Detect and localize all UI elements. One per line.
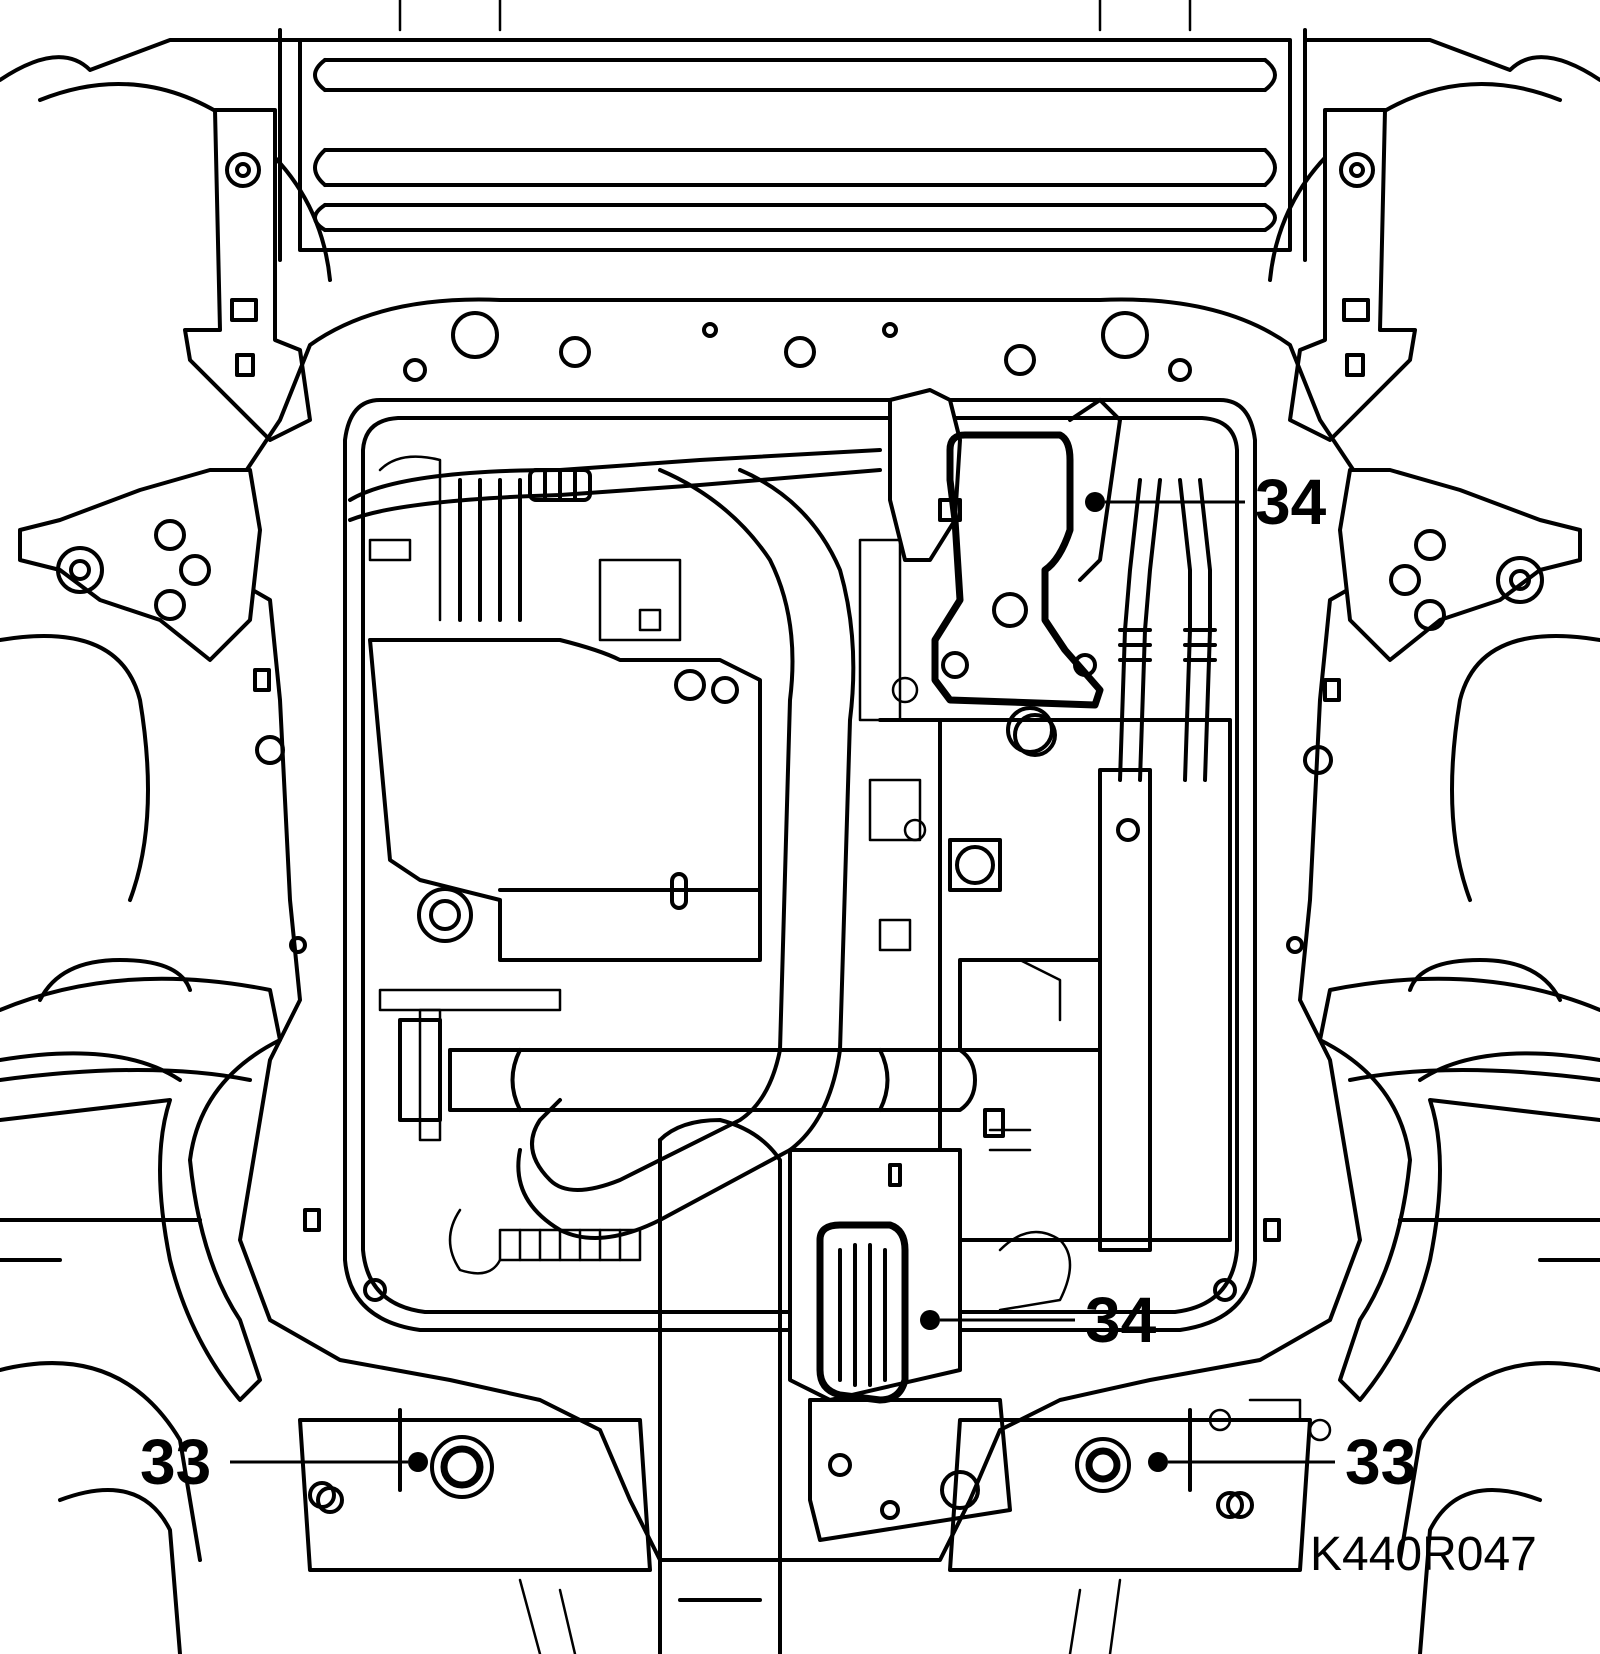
engine-details [368, 455, 1332, 1442]
callout-33-left: 33 [140, 1426, 428, 1498]
subframe-bolt-left [316, 1435, 494, 1514]
coolant-hose [348, 448, 882, 622]
exhaust-pipe [516, 468, 856, 1654]
subframe-bolt-right [1075, 1437, 1244, 1519]
callout-33-right-label: 33 [1345, 1426, 1416, 1498]
callout-33-left-label: 33 [140, 1426, 211, 1498]
callout-34-lower: 34 [920, 1284, 1157, 1356]
callout-33-right: 33 [1148, 1426, 1416, 1498]
drive-shaft [398, 1018, 977, 1122]
body-outline [0, 38, 1600, 1654]
shift-cables [1068, 398, 1217, 1252]
oil-pan [368, 638, 762, 962]
side-mount-right [1338, 468, 1582, 662]
callout-34-upper: 34 [1085, 466, 1327, 538]
rear-crossmember [298, 1408, 1312, 1654]
radiator [278, 0, 1307, 262]
callout-34-upper-label: 34 [1255, 466, 1327, 538]
subframe [198, 297, 1402, 1562]
engine-mount-upper [888, 388, 1104, 754]
control-arm-right [1318, 958, 1600, 1402]
callout-34-lower-label: 34 [1085, 1284, 1157, 1356]
control-arm-left [0, 958, 282, 1402]
side-mount-left [18, 468, 262, 662]
figure-code: K440R047 [1310, 1528, 1537, 1581]
front-bracket-left [183, 108, 312, 442]
engine-mount-lower [788, 1148, 1012, 1542]
front-bracket-right [1288, 108, 1417, 442]
